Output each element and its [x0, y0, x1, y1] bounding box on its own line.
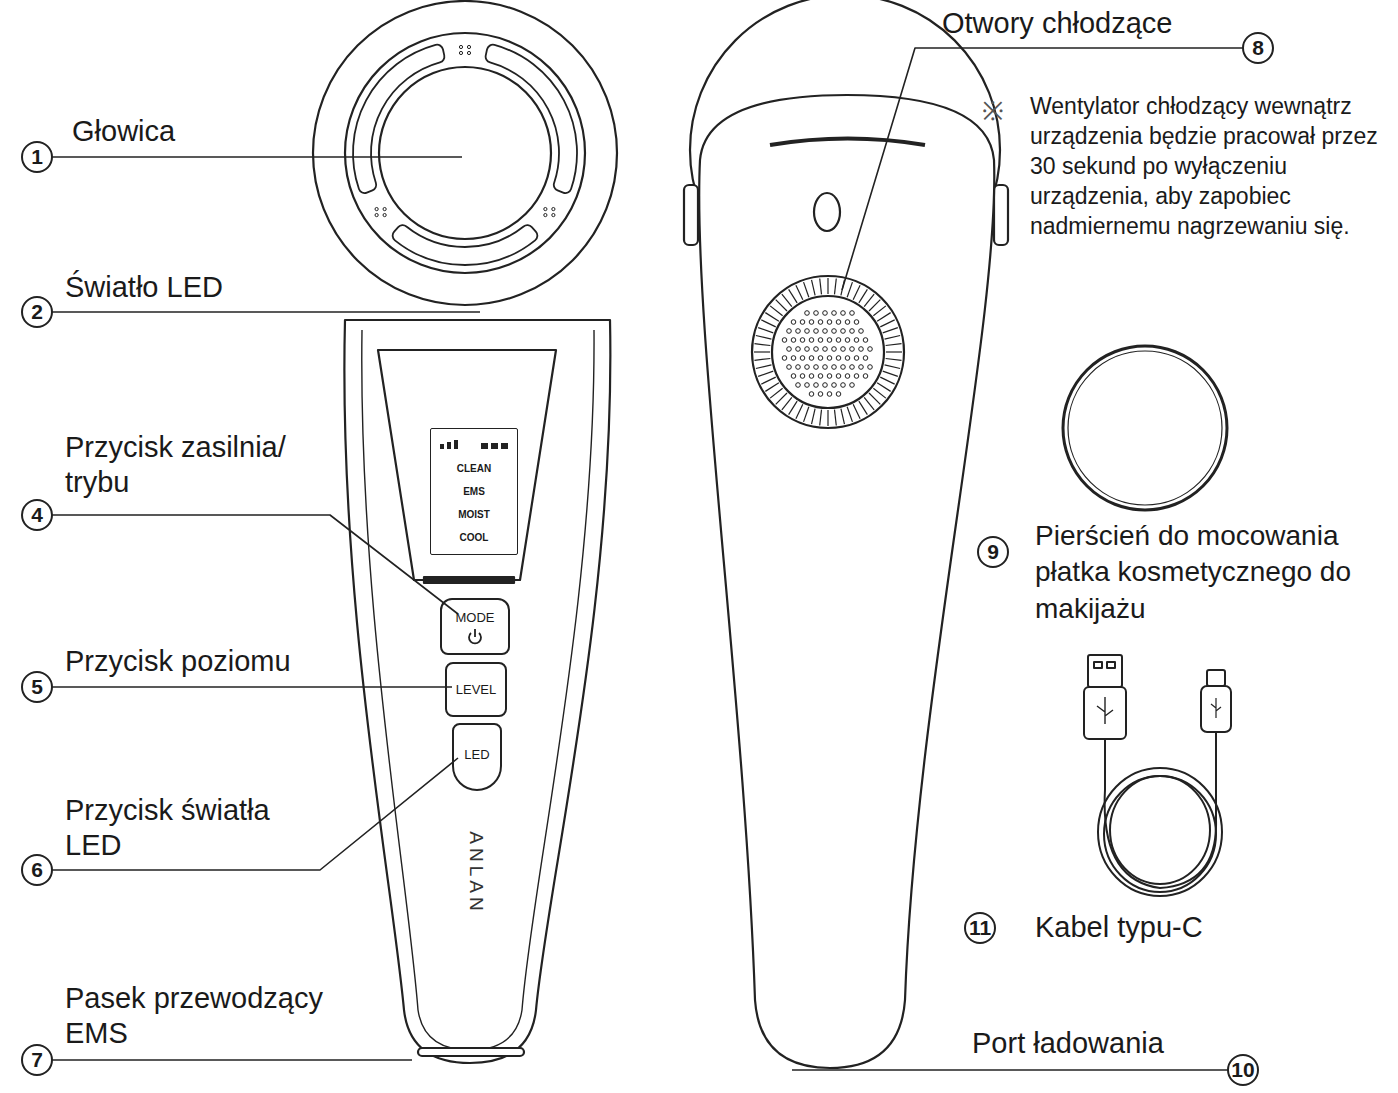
fan-inner: [772, 296, 884, 408]
fan-grille: [752, 276, 904, 428]
mode-label: MOIST: [431, 503, 517, 526]
led-button: LED: [452, 723, 502, 791]
callout-number: 9: [978, 537, 1008, 567]
note-symbol: ※: [982, 96, 1012, 127]
back-body: [699, 95, 994, 1068]
pad-ring-inner: [1068, 351, 1222, 505]
led-dot: [383, 213, 386, 216]
part-name: Przycisk poziomu: [65, 644, 365, 679]
led-dot: [383, 207, 386, 210]
head-plate: [379, 67, 551, 239]
led-dot: [544, 207, 547, 210]
led-dot: [375, 207, 378, 210]
fan-holes: [782, 311, 872, 397]
callout-number: 6: [22, 855, 52, 885]
mode-button: MODE: [440, 598, 510, 655]
callout-number: 7: [22, 1045, 52, 1075]
head-ring: [345, 33, 585, 273]
side-button: [684, 185, 698, 245]
battery-icons: [440, 440, 508, 449]
vent-slot: [770, 139, 925, 146]
power-icon: [469, 629, 481, 643]
part-name: Głowica: [72, 114, 332, 149]
callout-number: 8: [1243, 33, 1273, 63]
led-dot: [552, 213, 555, 216]
ems-strip: [418, 1048, 524, 1056]
led-dot: [552, 207, 555, 210]
note-text: Wentylator chłodzący wewnątrz urządzenia…: [1030, 92, 1390, 241]
part-name: Pierścień do mocowania płatka kosmetyczn…: [1035, 518, 1390, 627]
led-dot: [459, 45, 462, 48]
level-button: LEVEL: [445, 662, 507, 717]
led-dot: [544, 213, 547, 216]
mode-label: EMS: [431, 480, 517, 503]
head-outer: [313, 1, 617, 305]
button-label: MODE: [442, 610, 508, 626]
neck-bar: [424, 577, 514, 583]
brand-logo: ANLAN: [465, 831, 488, 914]
part-name: Pasek przewodzący EMS: [65, 981, 355, 1051]
part-name: Przycisk światła LED: [65, 793, 325, 863]
led-dot: [375, 213, 378, 216]
led-dot: [467, 45, 470, 48]
body-edge: [362, 330, 594, 1050]
callout-number: 11: [965, 913, 995, 943]
led-dot: [467, 51, 470, 54]
part-name: Kabel typu-C: [1035, 910, 1335, 945]
button-label: LEVEL: [447, 682, 505, 698]
back-oval: [814, 193, 840, 231]
callout-number: 10: [1228, 1055, 1258, 1085]
callout-number: 2: [22, 297, 52, 327]
part-name: Otwory chłodzące: [942, 6, 1242, 41]
usb-cable: [1084, 655, 1231, 896]
mode-label: CLEAN: [431, 457, 517, 480]
part-name: Przycisk zasilnia/ trybu: [65, 430, 345, 500]
neck: [378, 350, 556, 580]
part-name: Światło LED: [65, 270, 345, 305]
device-body: [344, 320, 610, 1063]
side-button: [994, 185, 1008, 245]
pad-ring: [1063, 346, 1227, 510]
callout-number: 4: [22, 500, 52, 530]
part-name: Port ładowania: [972, 1026, 1212, 1061]
callout-number: 1: [22, 142, 52, 172]
led-dot: [459, 51, 462, 54]
mode-label: COOL: [431, 526, 517, 549]
display-panel: CLEANEMSMOISTCOOL: [430, 428, 518, 555]
callout-number: 5: [22, 672, 52, 702]
fan-spokes: [754, 278, 902, 426]
button-label: LED: [454, 747, 500, 763]
